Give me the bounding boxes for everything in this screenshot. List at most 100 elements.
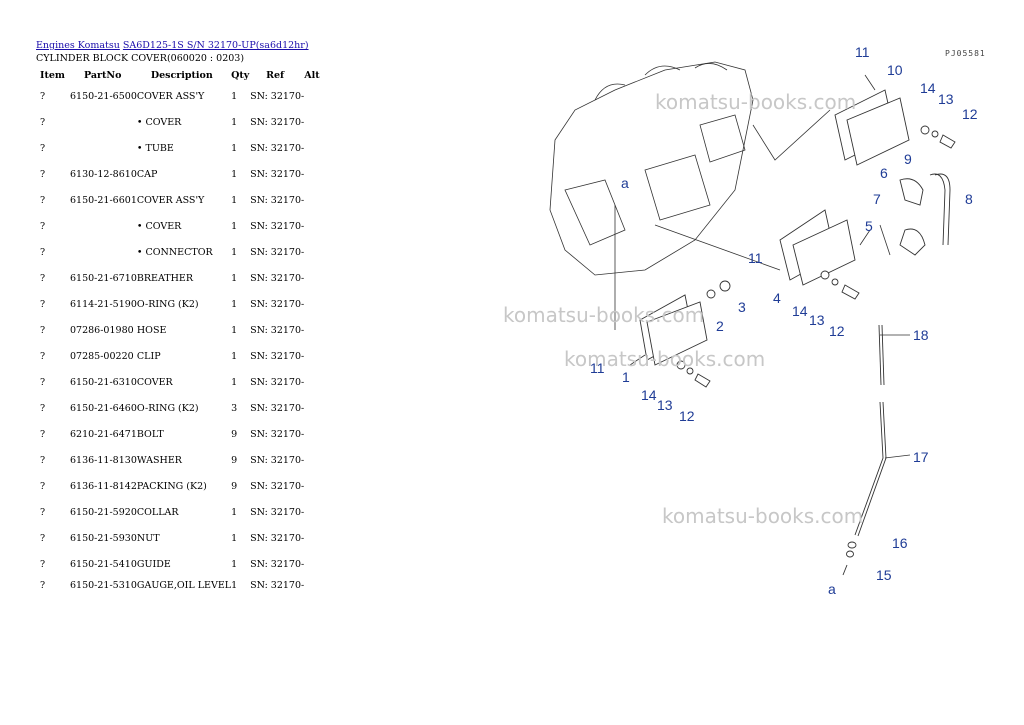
row-partno: 6136-11-8130: [70, 454, 137, 466]
row-qty: 1: [231, 532, 238, 544]
row-alt: [304, 577, 324, 593]
row-partno: 6150-21-6601: [70, 194, 137, 206]
breadcrumb-link-engines[interactable]: Engines Komatsu: [36, 40, 120, 51]
col-header-item: Item: [40, 69, 65, 81]
watermark-3: komatsu-books.com: [564, 347, 765, 371]
row-ref: SN: 32170-: [250, 506, 305, 518]
row-item: ?: [40, 246, 46, 258]
callout-a-bottom: a: [828, 581, 836, 597]
row-description: BOLT: [136, 428, 164, 440]
row-alt: [304, 239, 324, 265]
row-item: ?: [40, 532, 46, 544]
row-item: ?: [40, 116, 46, 128]
callout-16: 16: [892, 535, 908, 551]
row-qty: 9: [231, 454, 238, 466]
row-partno: 6150-21-5920: [70, 506, 137, 518]
callout-12-top: 12: [962, 106, 978, 122]
row-alt: [304, 265, 324, 291]
row-item: ?: [40, 506, 46, 518]
callout-4: 4: [773, 290, 781, 306]
row-description: O-RING (K2): [136, 402, 199, 414]
table-header-row: Item PartNo Description Qty Ref Alt: [36, 67, 324, 83]
col-header-partno: PartNo: [84, 69, 122, 81]
row-description: COVER ASS'Y: [136, 194, 205, 206]
callout-14-lower: 14: [641, 387, 657, 403]
row-ref: SN: 32170-: [250, 376, 305, 388]
row-alt: [304, 291, 324, 317]
row-alt: [304, 395, 324, 421]
row-description: CLIP: [136, 350, 161, 362]
parts-list-panel: Engines Komatsu SA6D125-1S S/N 32170-UP(…: [36, 40, 336, 593]
callout-11-top: 11: [855, 44, 870, 60]
page-subtitle: CYLINDER BLOCK COVER(060020 : 0203): [36, 53, 245, 64]
row-item: ?: [40, 324, 46, 336]
row-partno: 6114-21-5190: [70, 298, 137, 310]
row-item: ?: [40, 428, 46, 440]
callout-11-middle: 11: [748, 250, 763, 266]
row-partno: 6150-21-5930: [70, 532, 137, 544]
row-description: COLLAR: [136, 506, 179, 518]
row-alt: [304, 525, 324, 551]
breather-and-hose: [899, 173, 951, 256]
row-item: ?: [40, 454, 46, 466]
row-alt: [304, 135, 324, 161]
row-alt: [304, 421, 324, 447]
row-alt: [304, 213, 324, 239]
row-qty: 1: [231, 220, 238, 232]
callout-12-lower: 12: [679, 408, 695, 424]
row-qty: 1: [231, 298, 238, 310]
parts-table: Item PartNo Description Qty Ref Alt ?615…: [36, 67, 324, 593]
row-partno: [70, 239, 137, 265]
callout-2: 2: [716, 318, 724, 334]
watermark-2: komatsu-books.com: [503, 303, 704, 327]
callout-13-lower: 13: [657, 397, 673, 413]
row-qty: 1: [231, 350, 238, 362]
callout-5: 5: [865, 218, 873, 234]
row-item: ?: [40, 168, 46, 180]
row-ref: SN: 32170-: [250, 116, 305, 128]
row-qty: 9: [231, 480, 238, 492]
bolts-washers: [676, 125, 956, 388]
row-description: PACKING (K2): [136, 480, 207, 492]
row-item: ?: [40, 480, 46, 492]
row-item: ?: [40, 402, 46, 414]
row-description: GUIDE: [136, 558, 171, 570]
row-partno: 6150-21-6460: [70, 402, 137, 414]
callout-8: 8: [965, 191, 973, 207]
row-description: CAP: [136, 168, 158, 180]
exploded-parts-diagram: komatsu-books.com komatsu-books.com koma…: [503, 44, 985, 597]
callout-9: 9: [904, 151, 912, 167]
watermarks: komatsu-books.com komatsu-books.com koma…: [503, 90, 863, 528]
row-partno: [70, 213, 137, 239]
row-partno: 07285-00220: [70, 350, 134, 362]
col-header-description: Description: [150, 69, 213, 81]
row-description: COVER: [136, 376, 173, 388]
callout-a-top: a: [621, 175, 629, 191]
callout-1: 1: [622, 369, 630, 385]
row-item: ?: [40, 350, 46, 362]
oil-level-gauge: [842, 324, 887, 576]
row-ref: SN: 32170-: [250, 558, 305, 570]
watermark-1: komatsu-books.com: [655, 90, 856, 114]
row-partno: 6150-21-5410: [70, 558, 137, 570]
callout-15: 15: [876, 567, 892, 583]
cover-assembly-lower: [639, 294, 708, 366]
row-item: ?: [40, 298, 46, 310]
row-item: ?: [40, 558, 46, 570]
row-description: WASHER: [136, 454, 182, 466]
cover-assembly-top: [834, 89, 910, 166]
row-ref: SN: 32170-: [250, 532, 305, 544]
breadcrumb-link-model[interactable]: SA6D125-1S S/N 32170-UP(sa6d12hr): [122, 40, 309, 51]
